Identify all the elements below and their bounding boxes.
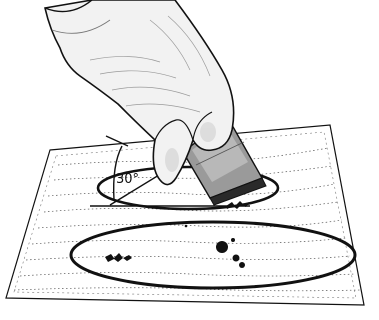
small-circle-outline: [96, 165, 280, 211]
angle-label: 30°: [116, 172, 139, 187]
paper-sheet: [5, 124, 365, 306]
residue-marks: [105, 201, 249, 268]
large-circle-outline: [69, 220, 357, 290]
gloved-hand-icon: [44, 0, 235, 186]
